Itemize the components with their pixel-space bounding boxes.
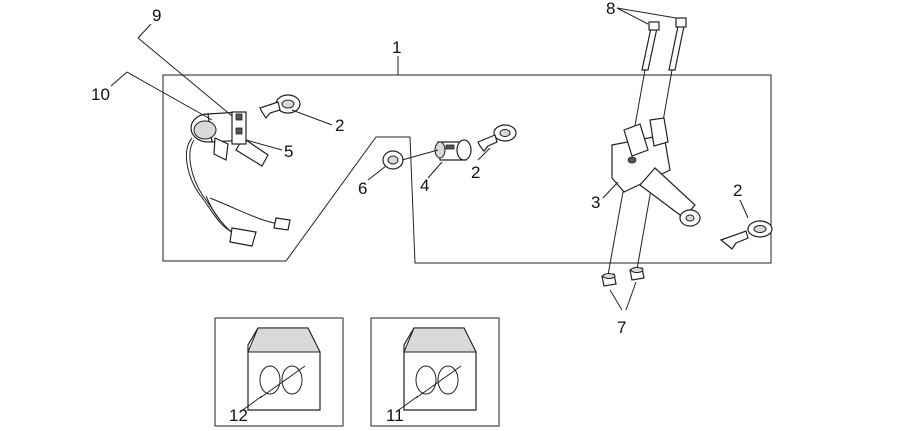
callout-11: 11	[386, 406, 404, 425]
callout-2-housing-key: 2	[733, 181, 742, 200]
lock-housing	[607, 69, 701, 276]
callout-3: 3	[591, 193, 600, 212]
key-packet-box-right	[370, 317, 500, 427]
callout-7: 7	[617, 318, 626, 337]
key-near-cylinder	[477, 124, 517, 152]
callout-12: 12	[229, 406, 248, 425]
callout-2-cylinder-key: 2	[471, 163, 480, 182]
key-near-housing	[719, 220, 773, 250]
ignition-switch-assembly	[186, 111, 291, 247]
leader-lines	[110, 7, 749, 413]
callout-1: 1	[392, 38, 401, 57]
lock-cylinder	[434, 139, 472, 161]
callout-8: 8	[606, 0, 615, 18]
kit-boundary-outline	[162, 74, 772, 264]
callout-2-switch-key: 2	[335, 116, 344, 135]
key-packet-box-left	[214, 317, 344, 427]
bolt-pair	[641, 17, 687, 71]
callout-9: 9	[152, 6, 161, 25]
nut-pair	[601, 267, 645, 287]
callout-10: 10	[91, 85, 110, 104]
key-near-switch	[259, 94, 301, 120]
callout-4: 4	[420, 176, 429, 195]
callout-6: 6	[358, 179, 367, 198]
washer	[382, 150, 404, 170]
callout-5: 5	[284, 142, 293, 161]
